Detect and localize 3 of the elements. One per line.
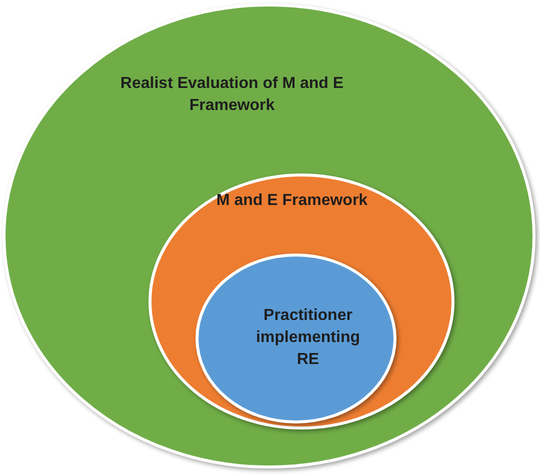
region-label: M and E Framework: [215, 191, 369, 211]
region-label: Practitioner implementing RE: [254, 306, 361, 370]
region-label: Realist Evaluation of M and E Framework: [119, 74, 345, 116]
